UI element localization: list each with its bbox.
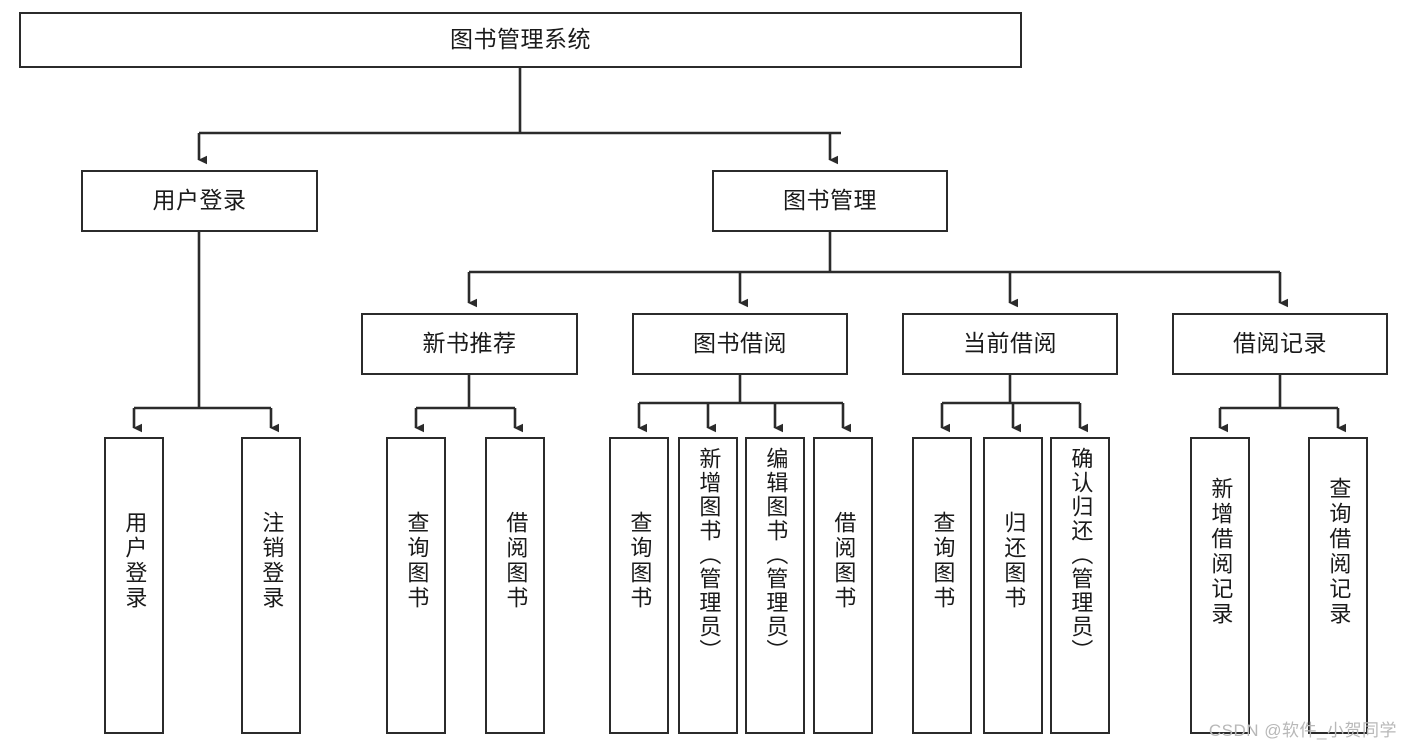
node-label: 新增借阅记录 (1208, 477, 1234, 627)
node-leaf-return-book[interactable]: 归还图书 (983, 437, 1043, 734)
node-leaf-user-logout[interactable]: 注销登录 (241, 437, 301, 734)
node-new-book-recommend[interactable]: 新书推荐 (361, 313, 578, 375)
node-label: 新书推荐 (422, 330, 517, 357)
node-leaf-borrow-book[interactable]: 借阅图书 (813, 437, 873, 734)
node-leaf-add-borrow-record[interactable]: 新增借阅记录 (1190, 437, 1250, 734)
node-leaf-query-book-current[interactable]: 查询图书 (912, 437, 972, 734)
node-label: 查询图书 (404, 511, 430, 611)
node-label: 注销登录 (259, 511, 285, 611)
node-book-borrow[interactable]: 图书借阅 (632, 313, 848, 375)
node-root-system[interactable]: 图书管理系统 (19, 12, 1022, 68)
node-leaf-edit-book-admin[interactable]: 编辑图书（管理员） (745, 437, 805, 734)
node-label: 用户登录 (122, 511, 148, 611)
node-label: 查询图书 (930, 511, 956, 611)
csdn-watermark: CSDN @软件_小贺同学 (1208, 721, 1397, 740)
node-label: 图书借阅 (693, 330, 787, 357)
node-leaf-borrow-book-recommend[interactable]: 借阅图书 (485, 437, 545, 734)
node-label: 图书管理系统 (450, 26, 591, 53)
node-leaf-query-book-borrow[interactable]: 查询图书 (609, 437, 669, 734)
node-user-login[interactable]: 用户登录 (81, 170, 318, 232)
node-label: 查询图书 (627, 511, 653, 611)
node-label: 当前借阅 (963, 330, 1057, 357)
node-leaf-add-book-admin[interactable]: 新增图书（管理员） (678, 437, 738, 734)
node-label: 图书管理 (783, 187, 877, 214)
node-label: 确认归还（管理员） (1068, 447, 1094, 663)
node-label: 归还图书 (1001, 511, 1027, 611)
node-label: 借阅图书 (503, 511, 529, 611)
node-label: 用户登录 (152, 187, 247, 214)
node-leaf-confirm-return-admin[interactable]: 确认归还（管理员） (1050, 437, 1110, 734)
node-label: 新增图书（管理员） (696, 447, 722, 663)
node-leaf-user-login[interactable]: 用户登录 (104, 437, 164, 734)
node-leaf-query-borrow-record[interactable]: 查询借阅记录 (1308, 437, 1368, 734)
node-label: 借阅图书 (831, 511, 857, 611)
node-book-management[interactable]: 图书管理 (712, 170, 948, 232)
node-label: 查询借阅记录 (1326, 477, 1352, 627)
node-leaf-query-book-recommend[interactable]: 查询图书 (386, 437, 446, 734)
node-current-borrow[interactable]: 当前借阅 (902, 313, 1118, 375)
node-label: 借阅记录 (1233, 330, 1327, 357)
node-borrow-record[interactable]: 借阅记录 (1172, 313, 1388, 375)
node-label: 编辑图书（管理员） (763, 447, 789, 663)
